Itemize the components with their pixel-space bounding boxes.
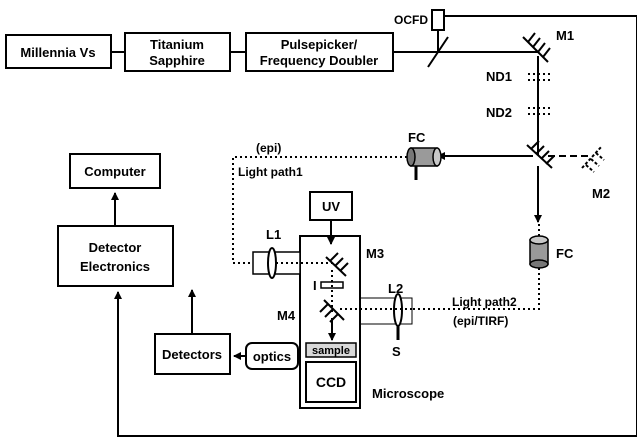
detector-electronics-box — [57, 225, 174, 287]
l2-label: L2 — [388, 281, 403, 296]
light-path1-label: Light path1 — [238, 165, 303, 179]
uv-label: UV — [322, 199, 340, 214]
light-path2-label: Light path2 — [452, 295, 517, 309]
ocfd-label: OCFD — [394, 13, 428, 27]
ccd-label: CCD — [316, 374, 346, 390]
s-label: S — [392, 344, 401, 359]
sample-label: sample — [312, 345, 350, 357]
computer-box — [69, 153, 161, 189]
mirror-m1 — [522, 32, 551, 63]
pulsepicker-label: Pulsepicker/ — [281, 37, 358, 52]
detectors-label: Detectors — [162, 347, 222, 362]
light-path2-fiber — [412, 268, 540, 310]
mirror-m3 — [325, 252, 349, 277]
freq-doubler-label: Frequency Doubler — [260, 53, 378, 68]
computer-label: Computer — [84, 164, 145, 179]
branch-mirror — [526, 140, 555, 169]
pulsepicker-box — [245, 32, 394, 72]
detector-label: Detector — [89, 240, 142, 255]
m2-label: M2 — [592, 186, 610, 201]
lens-l1-tube — [252, 247, 301, 279]
fiber-coupler-top — [406, 147, 442, 180]
ccd-box — [305, 361, 357, 403]
m1-label: M1 — [556, 28, 574, 43]
millennia-label: Millennia Vs — [20, 45, 95, 60]
titanium-label: Titanium — [150, 37, 204, 52]
millennia-box — [5, 34, 112, 69]
nd2-label: ND2 — [486, 105, 512, 120]
light-path1-fiber — [232, 156, 407, 264]
microscope-label: Microscope — [372, 386, 444, 401]
fiber-coupler-right — [529, 235, 549, 269]
nd1-filter — [528, 73, 552, 81]
sample-stage — [305, 342, 357, 358]
electronics-label: Electronics — [80, 259, 150, 274]
l2-housing — [359, 297, 413, 325]
m3-label: M3 — [366, 246, 384, 261]
fc-top-label: FC — [408, 130, 426, 145]
sapphire-label: Sapphire — [149, 53, 205, 68]
fc-right-label: FC — [556, 246, 574, 261]
epi-tirf-label: (epi/TIRF) — [453, 314, 508, 328]
nd1-label: ND1 — [486, 69, 512, 84]
detectors-box — [154, 333, 231, 375]
m4-label: M4 — [277, 308, 296, 323]
ocfd-feedback-cable — [114, 16, 637, 437]
l1-label: L1 — [266, 227, 281, 242]
ocfd-detector — [431, 9, 445, 31]
epi-label: (epi) — [256, 141, 281, 155]
aperture-label: I — [313, 278, 317, 293]
optics-label: optics — [253, 349, 291, 364]
nd2-filter — [528, 107, 552, 115]
mirror-m2 — [581, 145, 605, 173]
titanium-sapphire-box — [124, 32, 231, 72]
